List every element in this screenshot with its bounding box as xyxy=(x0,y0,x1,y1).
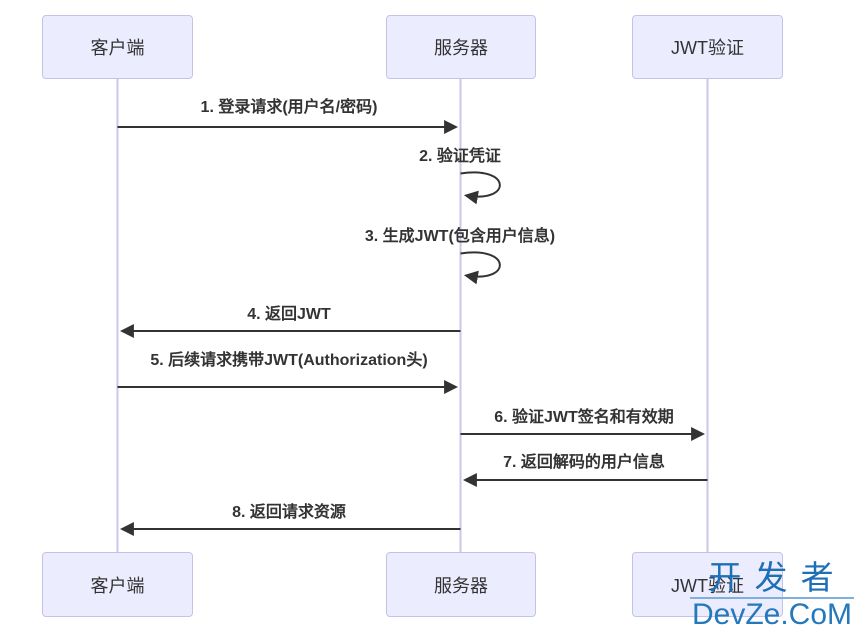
actor-server-label: 服务器 xyxy=(434,575,488,596)
actor-jwt-label: JWT验证 xyxy=(671,575,744,596)
actor-jwt-label: JWT验证 xyxy=(671,38,744,58)
actor-server-label: 服务器 xyxy=(434,38,488,58)
message-label-3: 3. 生成JWT(包含用户信息) xyxy=(364,228,556,245)
message-selfloop-3 xyxy=(460,251,501,285)
message-label-2: 2. 验证凭证 xyxy=(419,148,501,165)
actor-client-top: 客户端 xyxy=(42,15,193,79)
actor-client-label: 客户端 xyxy=(90,38,145,58)
message-label-1: 1. 登录请求(用户名/密码) xyxy=(200,99,378,116)
actor-server-top: 服务器 xyxy=(386,15,536,79)
actor-server-bottom: 服务器 xyxy=(386,552,536,617)
actor-client-label: 客户端 xyxy=(90,575,145,596)
message-label-8: 8. 返回请求资源 xyxy=(232,504,346,521)
actor-jwt-top: JWT验证 xyxy=(632,15,783,79)
actor-client-bottom: 客户端 xyxy=(42,552,193,617)
actor-jwt-bottom: JWT验证 xyxy=(632,552,783,617)
message-label-5: 5. 后续请求携带JWT(Authorization头) xyxy=(150,352,428,369)
message-label-4: 4. 返回JWT xyxy=(247,306,331,323)
message-label-7: 7. 返回解码的用户信息 xyxy=(503,454,665,471)
message-selfloop-2 xyxy=(460,171,501,205)
message-label-6: 6. 验证JWT签名和有效期 xyxy=(494,409,674,426)
